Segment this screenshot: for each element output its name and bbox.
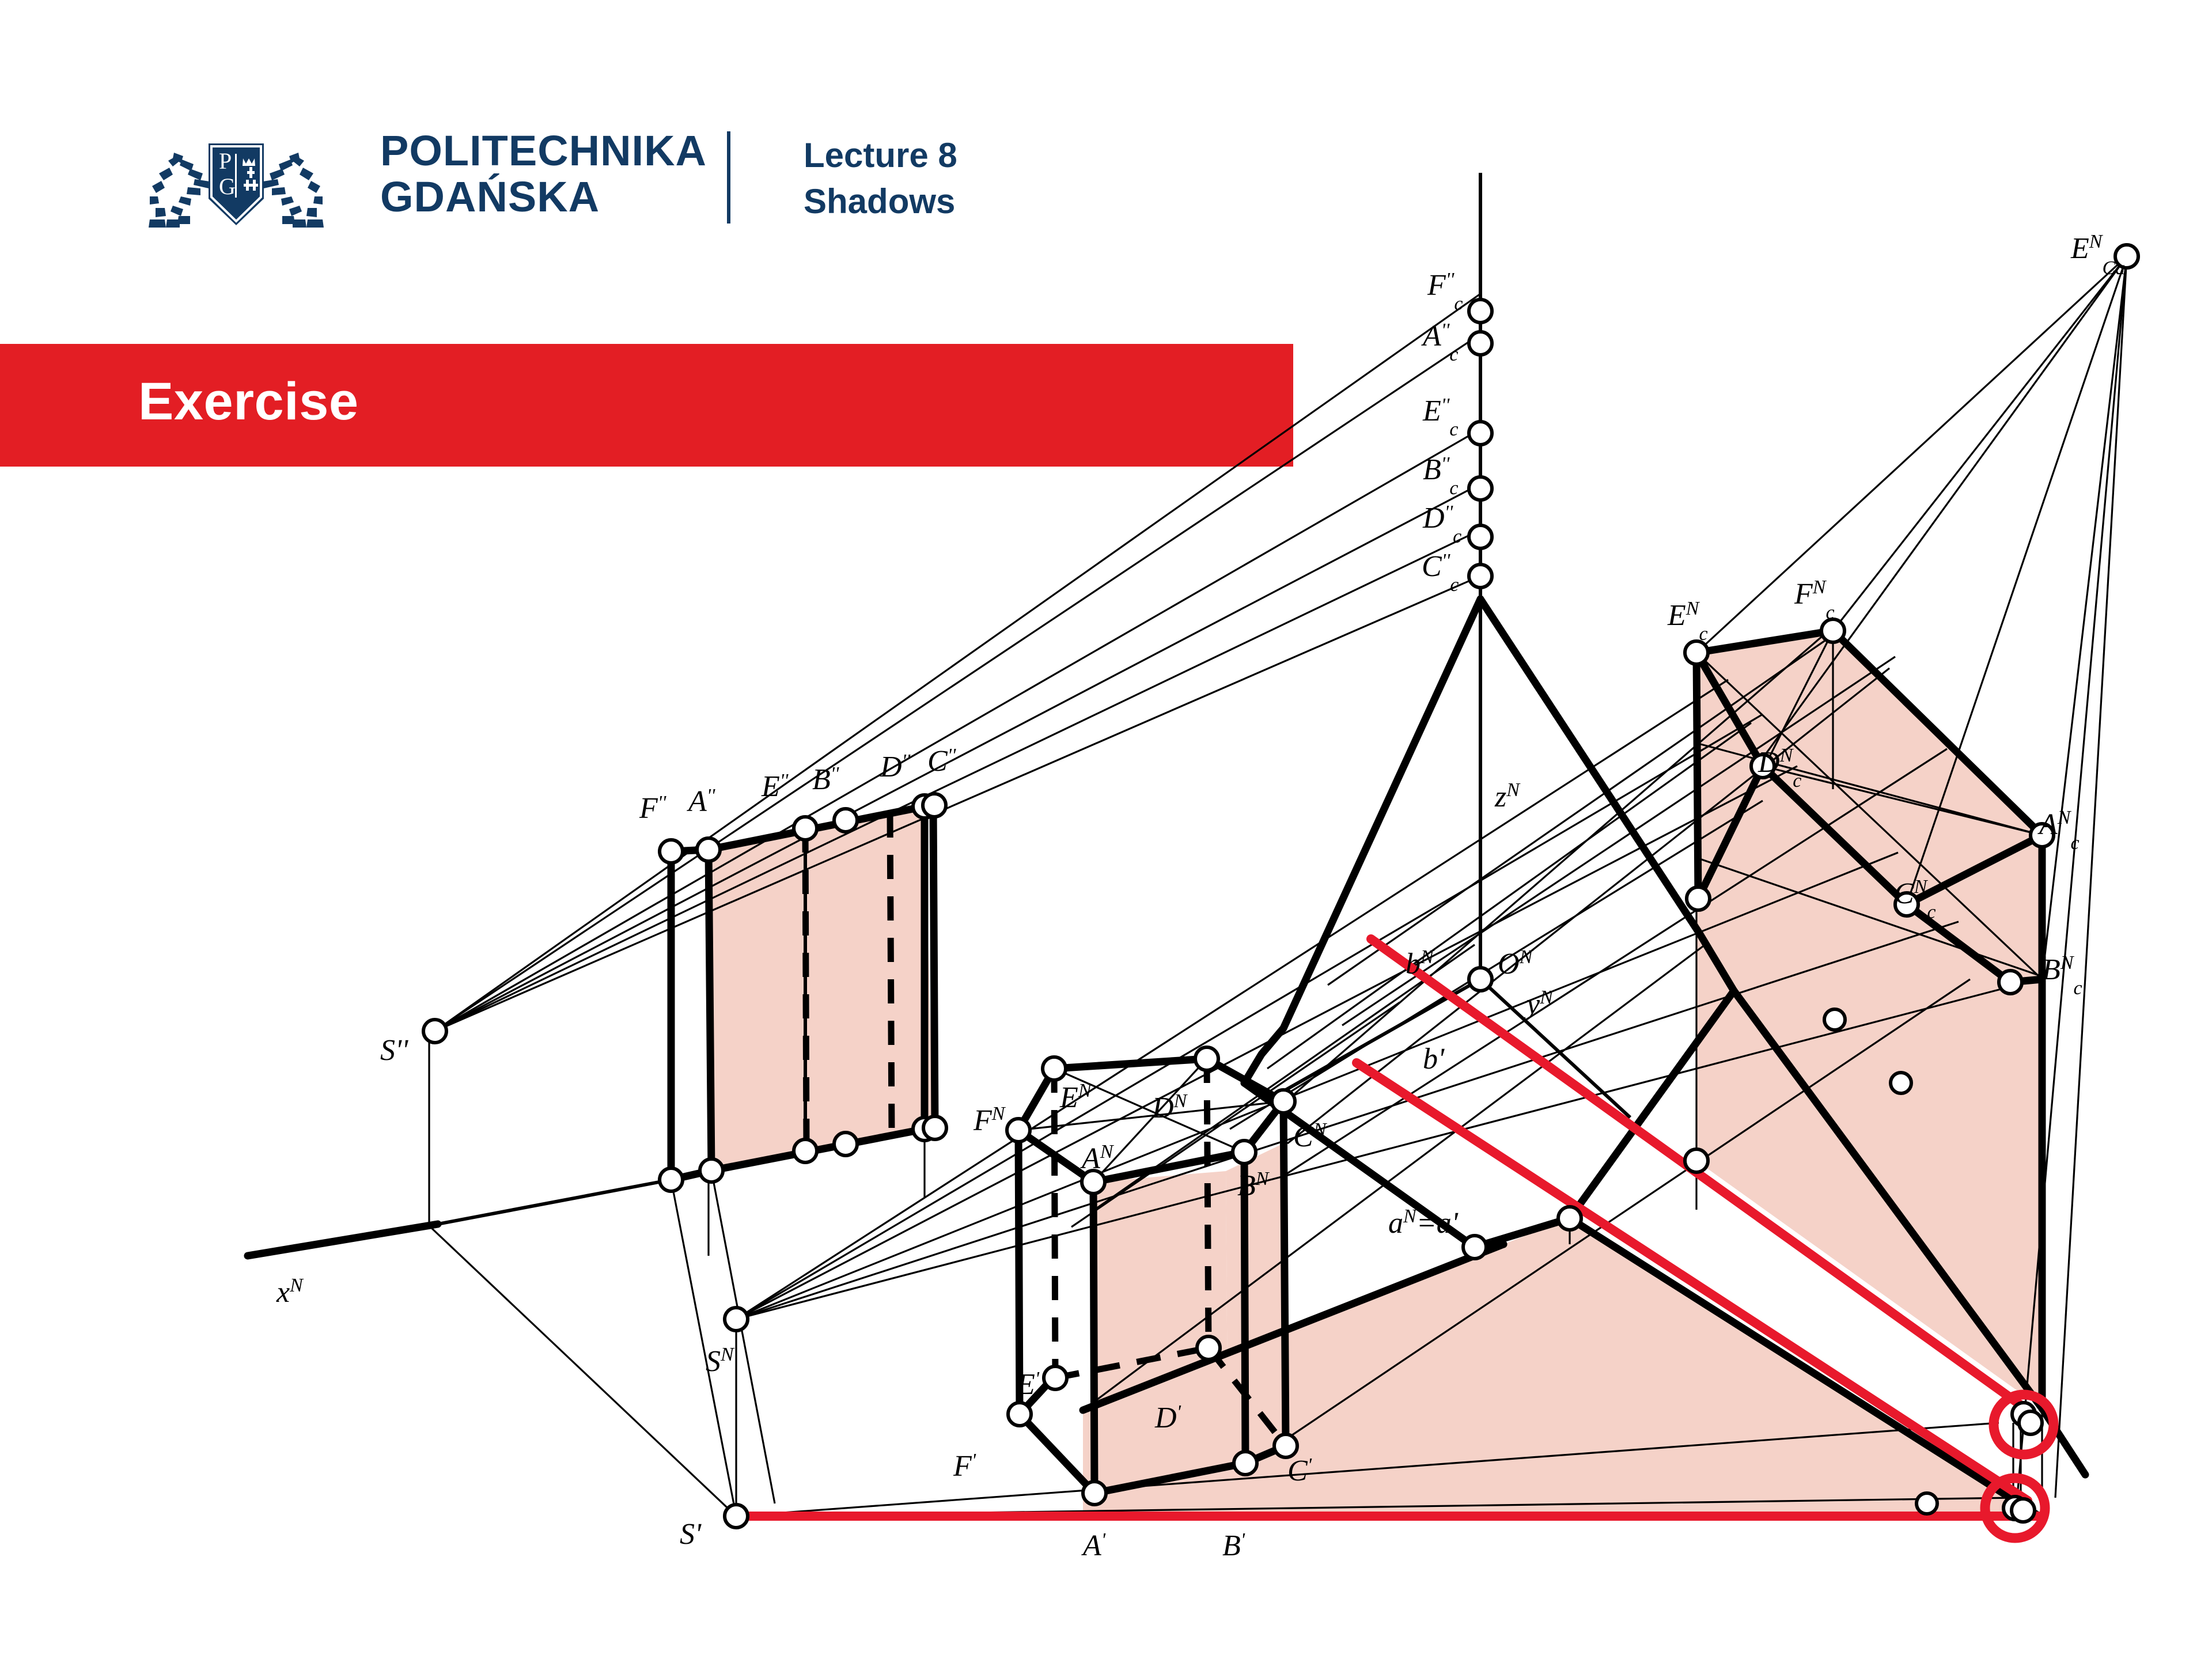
label-FN: FN	[973, 1103, 1006, 1137]
label-F2: F''	[639, 792, 666, 825]
front-view-prism	[667, 802, 939, 1184]
label-Bc2: B''c	[1423, 453, 1458, 499]
lecture-topic: Shadows	[804, 181, 956, 221]
university-name: POLITECHNIKA GDAŃSKA	[380, 128, 707, 220]
label-ANc: ANc	[2037, 807, 2080, 854]
label-CNc: CNc	[1894, 876, 1936, 923]
section-banner	[0, 344, 1293, 467]
label-DN: DN	[1152, 1090, 1188, 1124]
front-view-shaded-panel	[709, 806, 933, 1171]
label-DNc: DNc	[1758, 745, 1801, 791]
highlight-marker-upper	[1988, 1389, 2059, 1460]
header-divider	[727, 131, 730, 224]
label-FNc: FNc	[1794, 577, 1835, 623]
highlight-marker-lower	[1980, 1473, 2050, 1543]
label-Cc2: C''c	[1422, 550, 1459, 596]
logo-letter-p: P	[219, 148, 232, 174]
label-D1: D'	[1154, 1402, 1181, 1434]
label-CN: CN	[1293, 1119, 1328, 1153]
label-C2: C''	[927, 745, 956, 778]
label-axis-y: yN	[1524, 987, 1554, 1021]
label-Ec2: E''c	[1422, 395, 1458, 440]
prism-face-bc	[1226, 1143, 1286, 1482]
axis-y-line	[1479, 978, 1632, 1119]
vertical-plane-shadow-region	[1696, 631, 2042, 1408]
label-S2: S''	[380, 1034, 408, 1067]
label-AN: AN	[1080, 1141, 1115, 1175]
shield-icon	[209, 143, 264, 225]
label-line-bp: b'	[1423, 1043, 1445, 1075]
slide-header: P G POLITECHNIKA GDAŃSKA Lecture 8 Shado…	[0, 0, 2212, 323]
point-markers	[422, 243, 2140, 1529]
politechnika-gdanska-logo: P G	[132, 124, 340, 236]
label-Dc2: D''c	[1422, 502, 1461, 547]
section-title: Exercise	[138, 372, 359, 431]
label-SN: SN	[706, 1344, 735, 1378]
lecture-title: Lecture 8 Shadows	[804, 132, 957, 225]
label-axis-x: xN	[276, 1275, 304, 1309]
university-name-line1: POLITECHNIKA	[380, 127, 707, 175]
figure-labels: F''c A''c E''c B''c D''c C''c ENCa F'' A…	[276, 231, 2125, 1562]
label-A2: A''	[687, 785, 715, 818]
label-Fc2: F''c	[1427, 269, 1463, 315]
shaded-regions	[709, 631, 2042, 1516]
label-C1: C'	[1287, 1455, 1312, 1487]
label-ENCa: ENCa	[2070, 231, 2125, 279]
ground-line	[437, 1178, 672, 1226]
label-axis-z: zN	[1494, 779, 1521, 813]
logo-letter-g: G	[219, 173, 236, 199]
label-BN: BN	[1237, 1168, 1270, 1202]
highlight-lines	[732, 934, 2059, 1543]
label-EN: EN	[1059, 1080, 1093, 1114]
label-line-a: aN=a'	[1388, 1206, 1459, 1240]
prism-face-ab	[1093, 1171, 1228, 1493]
lion-left-icon	[149, 153, 210, 228]
highlight-line-b-axonometric	[1366, 934, 2038, 1419]
label-S1: S'	[680, 1518, 702, 1551]
highlight-line-b-plan	[1352, 1058, 2032, 1505]
university-name-line2: GDAŃSKA	[380, 172, 600, 221]
label-line-bN: bN	[1406, 946, 1435, 980]
label-ENc: ENc	[1667, 598, 1708, 645]
label-E1: E'	[1016, 1368, 1040, 1401]
label-origin: ON	[1498, 946, 1534, 980]
label-Ac2: A''c	[1421, 320, 1458, 365]
label-D2: D''	[880, 751, 911, 783]
label-F1: F'	[953, 1450, 976, 1483]
label-B1: B'	[1222, 1529, 1245, 1562]
label-A1: A'	[1081, 1529, 1106, 1562]
lion-right-icon	[263, 153, 324, 228]
label-BNc: BNc	[2042, 952, 2082, 999]
lecture-number: Lecture 8	[804, 136, 957, 175]
label-B2: B''	[812, 763, 839, 796]
label-E2: E''	[761, 770, 789, 803]
axis-x-ground-left	[244, 1220, 442, 1260]
ground-shadow-region	[1083, 1218, 2039, 1516]
